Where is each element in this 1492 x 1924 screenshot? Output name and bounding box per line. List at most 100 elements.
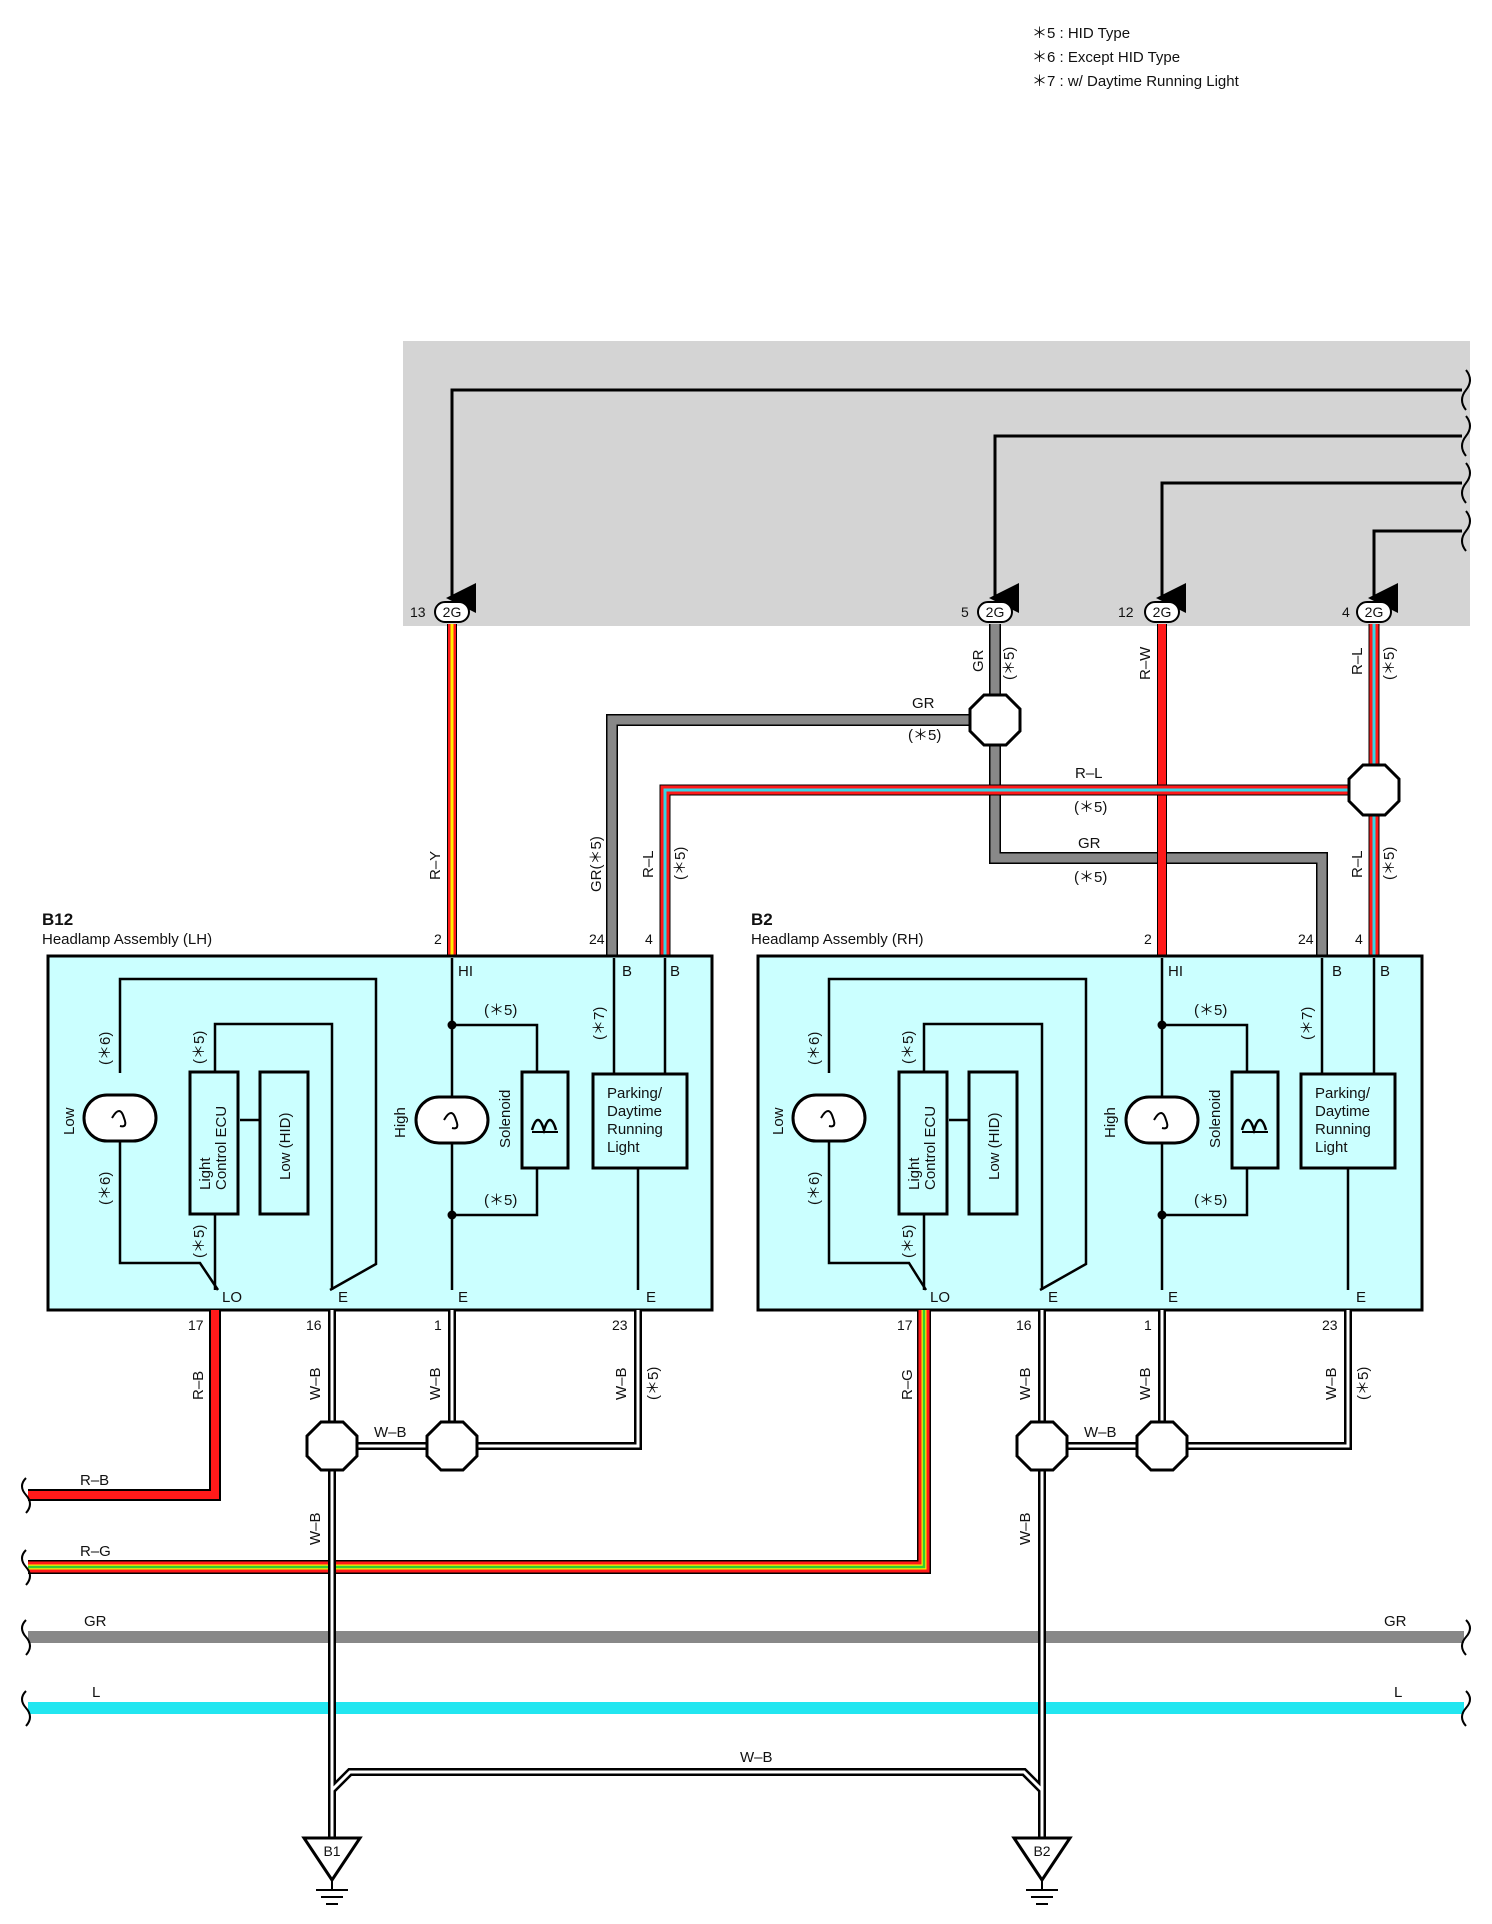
break-marks-right: [1461, 1619, 1471, 1727]
lh-sol-note-top: (＊5): [484, 1002, 517, 1019]
label-r-g-left: R–G: [80, 1543, 111, 1560]
lh-term-e2: E: [458, 1289, 468, 1306]
lh-headlamp-assembly: B12 Headlamp Assembly (LH) 2 24 4 HI B B: [42, 910, 714, 1333]
wire-r-b: [28, 1310, 221, 1501]
label-l-bus-l: L: [92, 1684, 100, 1701]
connector-pin-12: 12: [1118, 604, 1134, 620]
lh-title: Headlamp Assembly (LH): [42, 931, 212, 948]
label-w-b-1r: W–B: [1137, 1367, 1154, 1400]
label-gr-junction: GR: [912, 695, 935, 712]
lh-pin-1: 1: [434, 1317, 442, 1333]
rh-pin-4: 4: [1355, 931, 1363, 947]
label-gr-top-note: (＊5): [1001, 647, 1018, 680]
label-r-l-right-vert-note: (＊5): [1381, 847, 1398, 880]
label-w-b-down-l: W–B: [307, 1512, 324, 1545]
rh-low-hid-box: [967, 1070, 1019, 1216]
label-w-b-bottom: W–B: [740, 1749, 773, 1766]
lh-park-note: (＊7): [591, 1007, 608, 1040]
label-r-l-junction-note: (＊5): [1074, 799, 1107, 816]
rh-sol-note-bot: (＊5): [1194, 1192, 1227, 1209]
label-w-b-junction-l: W–B: [374, 1424, 407, 1441]
label-gr-right-note: (＊5): [1074, 869, 1107, 886]
rh-headlamp-assembly: B2 Headlamp Assembly (RH) 2 24 4 HI B B: [751, 910, 1424, 1333]
rh-pin-17: 17: [897, 1317, 913, 1333]
wire-w-b: [328, 1310, 1352, 1838]
svg-text:2G: 2G: [443, 604, 462, 620]
lh-pin-4: 4: [645, 931, 653, 947]
lh-park-line4: Light: [607, 1139, 640, 1156]
lh-term-b1: B: [622, 963, 632, 980]
junction-gr: [968, 693, 1022, 747]
label-w-b-23: W–B: [613, 1367, 630, 1400]
lh-ecu-box: [188, 1070, 240, 1216]
junction-w-b-r2: [1135, 1420, 1189, 1472]
label-r-l-junction: R–L: [1075, 765, 1103, 782]
lh-term-e3: E: [646, 1289, 656, 1306]
junction-r-l: [1347, 763, 1401, 817]
junction-w-b-l2: [425, 1420, 479, 1472]
lh-low-hid-label: Low (HID): [277, 1112, 294, 1180]
wire-r-l: [659, 624, 1380, 956]
lh-park-line2: Daytime: [607, 1103, 662, 1120]
lh-pin-2: 2: [434, 931, 442, 947]
rh-low-note-top: (＊6): [806, 1032, 823, 1065]
lh-term-e1: E: [338, 1289, 348, 1306]
label-r-w: R–W: [1137, 646, 1154, 680]
rh-ecu-note-top: (＊5): [900, 1031, 917, 1064]
lh-low-note-bot: (＊6): [97, 1172, 114, 1205]
svg-text:2G: 2G: [986, 604, 1005, 620]
svg-text:2G: 2G: [1365, 604, 1384, 620]
rh-ecu-box: [897, 1070, 949, 1216]
rh-low-hid-label: Low (HID): [986, 1112, 1003, 1180]
ground-b1-icon: B1: [301, 1836, 363, 1905]
rh-parking-light-box: [1299, 1072, 1397, 1170]
rh-pin-24: 24: [1298, 931, 1314, 947]
ground-b2-label: B2: [1033, 1843, 1050, 1859]
lh-low-label: Low: [61, 1107, 78, 1135]
rh-high-label: High: [1102, 1107, 1119, 1138]
connector-2g-4: 2G 4: [1342, 601, 1392, 623]
label-gr-right: GR: [1078, 835, 1101, 852]
lh-pin-16: 16: [306, 1317, 322, 1333]
lh-ecu-line1: Light: [197, 1157, 214, 1190]
label-w-b-16: W–B: [307, 1367, 324, 1400]
lh-low-bulb-icon: [82, 1093, 158, 1143]
rh-term-hi: HI: [1168, 963, 1183, 980]
rh-pin-1: 1: [1144, 1317, 1152, 1333]
rh-park-line2: Daytime: [1315, 1103, 1370, 1120]
note-7: ＊7 : w/ Daytime Running Light: [1032, 73, 1240, 90]
lh-ecu-note-bot: (＊5): [191, 1225, 208, 1258]
rh-pin-2: 2: [1144, 931, 1152, 947]
rh-solenoid-label: Solenoid: [1207, 1090, 1224, 1148]
lh-pin-17: 17: [188, 1317, 204, 1333]
svg-text:2G: 2G: [1153, 604, 1172, 620]
lh-term-lo: LO: [222, 1289, 242, 1306]
label-w-b-junction-r: W–B: [1084, 1424, 1117, 1441]
lh-high-bulb-icon: [414, 1095, 490, 1145]
label-gr-junction-note: (＊5): [908, 727, 941, 744]
rh-solenoid-icon: [1230, 1070, 1280, 1170]
lh-sol-note-bot: (＊5): [484, 1192, 517, 1209]
connector-2g-12: 2G 12: [1118, 601, 1180, 623]
label-r-g-down: R–G: [899, 1369, 916, 1400]
break-marks-top: [1461, 369, 1471, 552]
label-r-y: R–Y: [427, 851, 444, 880]
rh-high-bulb-icon: [1124, 1095, 1200, 1145]
lh-code: B12: [42, 910, 73, 929]
rh-low-label: Low: [770, 1107, 787, 1135]
lh-high-label: High: [392, 1107, 409, 1138]
rh-ecu-note-bot: (＊5): [900, 1225, 917, 1258]
rh-low-bulb-icon: [791, 1093, 867, 1143]
label-r-l-top-note: (＊5): [1381, 647, 1398, 680]
lh-ecu-line2: Control ECU: [213, 1106, 230, 1190]
lh-park-line3: Running: [607, 1121, 663, 1138]
label-r-b-left: R–B: [80, 1472, 109, 1489]
label-gr-left-vert: GR(＊5): [588, 836, 605, 892]
rh-low-note-bot: (＊6): [806, 1172, 823, 1205]
lh-pin-23: 23: [612, 1317, 628, 1333]
lh-low-note-top: (＊6): [97, 1032, 114, 1065]
connector-pin-5: 5: [961, 604, 969, 620]
rh-park-line3: Running: [1315, 1121, 1371, 1138]
label-r-l-right-vert: R–L: [1349, 850, 1366, 878]
connector-2g-5: 2G 5: [961, 601, 1013, 623]
